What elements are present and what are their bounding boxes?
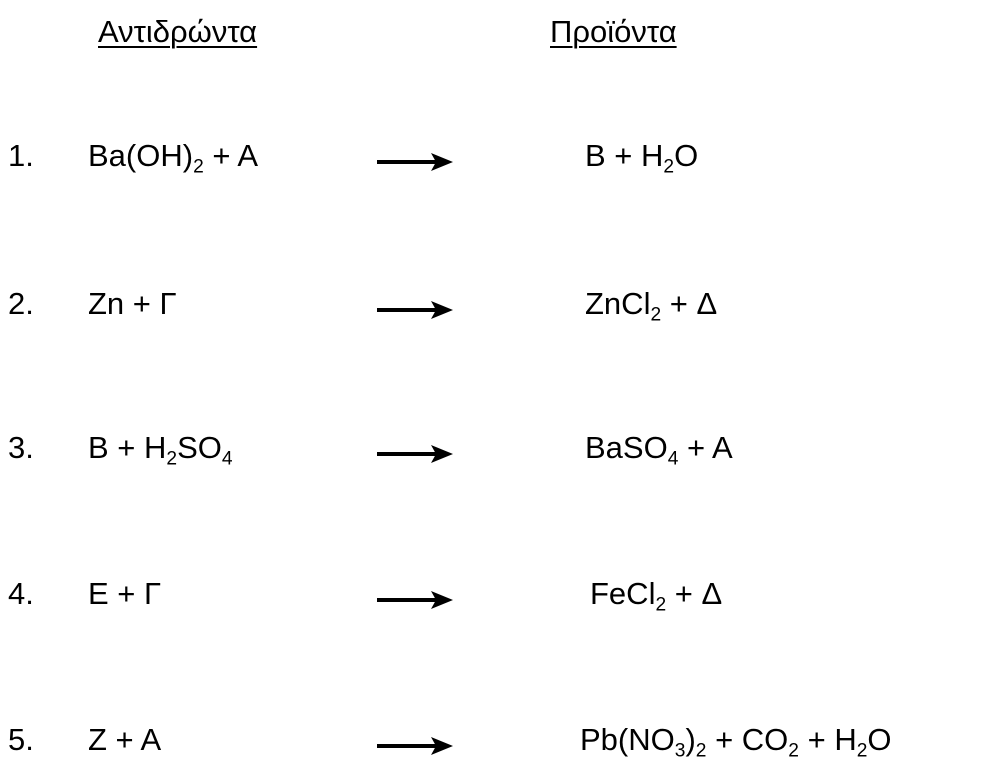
subscript: 4 <box>221 448 233 470</box>
reaction-row: 2. Zn + Γ ZnCl2 + Δ <box>0 276 1000 336</box>
subscript: 2 <box>193 156 204 178</box>
reaction-arrow-icon <box>377 737 453 755</box>
subscript: 2 <box>788 740 799 762</box>
formula-text: + A <box>678 430 733 465</box>
subscript: 2 <box>166 448 178 470</box>
formula-text: Zn + Γ <box>88 286 177 321</box>
formula-text: B + H <box>88 430 167 465</box>
reaction-number: 3. <box>8 430 34 465</box>
products-formula: BaSO4 + A <box>585 430 733 469</box>
formula-text: + CO <box>706 722 789 757</box>
reaction-arrow-icon <box>377 445 453 463</box>
reaction-number: 5. <box>8 722 34 757</box>
formula-text: SO <box>177 430 222 465</box>
products-formula: Pb(NO3)2 + CO2 + H2O <box>580 722 892 761</box>
reaction-number: 2. <box>8 286 34 321</box>
reaction-arrow-icon <box>377 301 453 319</box>
reactants-formula: E + Γ <box>88 576 161 612</box>
subscript: 3 <box>674 740 686 762</box>
subscript: 2 <box>663 156 675 178</box>
reactants-formula: Zn + Γ <box>88 286 177 322</box>
subscript: 2 <box>650 304 662 326</box>
formula-text: O <box>674 138 699 173</box>
formula-text: ) <box>685 722 696 757</box>
formula-text: BaSO <box>585 430 668 465</box>
formula-text: Z + A <box>88 722 162 757</box>
formula-text: Pb(NO <box>580 722 675 757</box>
products-formula: FeCl2 + Δ <box>590 576 723 615</box>
reaction-row: 4. E + Γ FeCl2 + Δ <box>0 566 1000 626</box>
reactants-formula: Ba(OH)2 + A <box>88 138 259 177</box>
formula-text: + H <box>798 722 857 757</box>
products-formula: B + H2O <box>585 138 699 177</box>
reactants-formula: B + H2SO4 <box>88 430 233 469</box>
subscript: 2 <box>856 740 868 762</box>
subscript: 4 <box>667 448 679 470</box>
reactants-formula: Z + A <box>88 722 161 758</box>
reaction-number: 4. <box>8 576 34 611</box>
reactants-header: Αντιδρώντα <box>98 14 258 49</box>
formula-text: Ba(OH) <box>88 138 194 173</box>
subscript: 2 <box>695 740 707 762</box>
formula-text: + A <box>203 138 259 173</box>
formula-text: O <box>867 722 892 757</box>
formula-text: B + H <box>585 138 664 173</box>
reaction-arrow-icon <box>377 591 453 609</box>
reaction-number: 1. <box>8 138 34 173</box>
products-header: Προϊόντα <box>550 14 677 49</box>
formula-text: FeCl <box>590 576 656 611</box>
formula-text: ZnCl <box>585 286 651 321</box>
formula-text: + Δ <box>666 576 723 611</box>
formula-text: + Δ <box>661 286 718 321</box>
subscript: 2 <box>655 594 667 616</box>
products-formula: ZnCl2 + Δ <box>585 286 718 325</box>
formula-text: E + Γ <box>88 576 162 611</box>
reaction-arrow-icon <box>377 153 453 171</box>
